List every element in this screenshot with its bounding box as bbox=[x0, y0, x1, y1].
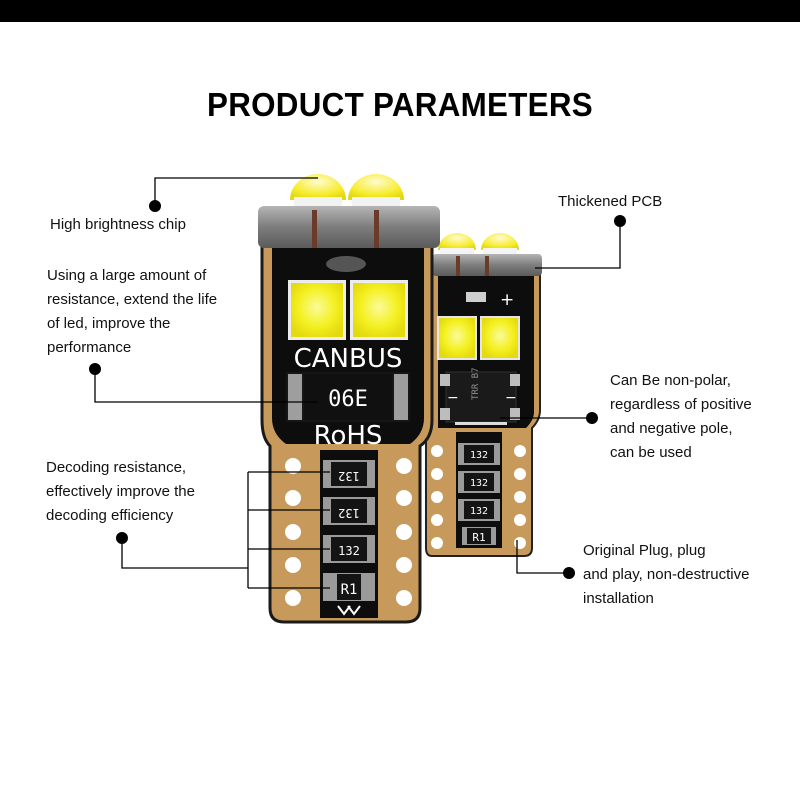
page-title: PRODUCT PARAMETERS bbox=[207, 86, 593, 123]
dot-original-plug bbox=[563, 567, 575, 579]
plus-sign: + bbox=[500, 290, 514, 310]
small-bulb-top-led-1 bbox=[438, 233, 476, 250]
large-bulb-top-led-1 bbox=[290, 174, 346, 200]
large-bulb-led-1 bbox=[291, 283, 343, 337]
svg-text:R1: R1 bbox=[472, 531, 485, 544]
small-bulb-resistor-1: 132 bbox=[458, 443, 500, 465]
minus-sign-right: − bbox=[505, 390, 517, 406]
small-bulb-resistor-3: 132 bbox=[458, 499, 500, 521]
svg-text:132: 132 bbox=[338, 469, 360, 483]
small-bulb: + − − TRR B7 132 132 bbox=[425, 233, 542, 557]
small-bulb-led-2 bbox=[482, 318, 518, 358]
minus-sign-left: − bbox=[447, 390, 459, 406]
canbus-marking: CANBUS bbox=[294, 344, 403, 374]
small-bulb-r1: R1 bbox=[462, 527, 496, 545]
callout-high-brightness: High brightness chip bbox=[50, 216, 186, 233]
main-resistor: 06E bbox=[286, 372, 410, 422]
small-bulb-resistor-2: 132 bbox=[458, 471, 500, 493]
large-bulb-top-led-2 bbox=[348, 174, 404, 200]
svg-text:132: 132 bbox=[338, 544, 360, 558]
callout-thickened-pcb: Thickened PCB bbox=[558, 193, 663, 210]
dot-resistance bbox=[89, 363, 101, 375]
svg-text:132: 132 bbox=[338, 506, 360, 520]
large-bulb-holes bbox=[285, 458, 412, 606]
dot-thickened-pcb bbox=[614, 215, 626, 227]
large-bulb-led-2 bbox=[353, 283, 405, 337]
svg-text:132: 132 bbox=[470, 450, 488, 461]
small-bulb-holes bbox=[431, 445, 526, 549]
large-bulb-r1: R1 bbox=[323, 573, 375, 601]
callout-non-polar: Can Be non-polar, regardless of positive… bbox=[610, 372, 752, 461]
small-bulb-top-led-2 bbox=[481, 233, 519, 250]
svg-text:132: 132 bbox=[470, 506, 488, 517]
ic-marking: TRR B7 bbox=[471, 367, 481, 400]
large-bulb-resistor-2: 132 bbox=[323, 497, 375, 525]
svg-text:R1: R1 bbox=[341, 582, 358, 598]
leader-line-resistance bbox=[94, 370, 318, 403]
callout-original-plug: Original Plug, plug and play, non-destru… bbox=[583, 542, 750, 607]
top-black-bar bbox=[0, 0, 800, 22]
svg-text:06E: 06E bbox=[328, 387, 368, 412]
leader-dots bbox=[89, 200, 626, 579]
dot-high-brightness bbox=[149, 200, 161, 212]
callout-decoding: Decoding resistance, effectively improve… bbox=[46, 459, 195, 524]
large-bulb-pcb-ring bbox=[258, 206, 440, 248]
svg-text:132: 132 bbox=[470, 478, 488, 489]
large-bulb-resistor-3: 132 bbox=[323, 535, 375, 563]
large-bulb-resistor-1: 132 bbox=[323, 460, 375, 488]
leader-line-original-plug bbox=[516, 540, 569, 574]
leader-line-decoding bbox=[121, 538, 248, 569]
leader-line-high-brightness bbox=[154, 177, 318, 205]
leader-line-thickened-pcb bbox=[535, 221, 621, 269]
large-bulb: CANBUS 06E RoHS 132 132 132 bbox=[258, 174, 440, 624]
dot-decoding bbox=[116, 532, 128, 544]
small-bulb-led-1 bbox=[439, 318, 475, 358]
callout-resistance: Using a large amount of resistance, exte… bbox=[47, 267, 218, 356]
dot-non-polar bbox=[586, 412, 598, 424]
leader-lines bbox=[94, 177, 621, 589]
rohs-marking: RoHS bbox=[314, 421, 383, 451]
